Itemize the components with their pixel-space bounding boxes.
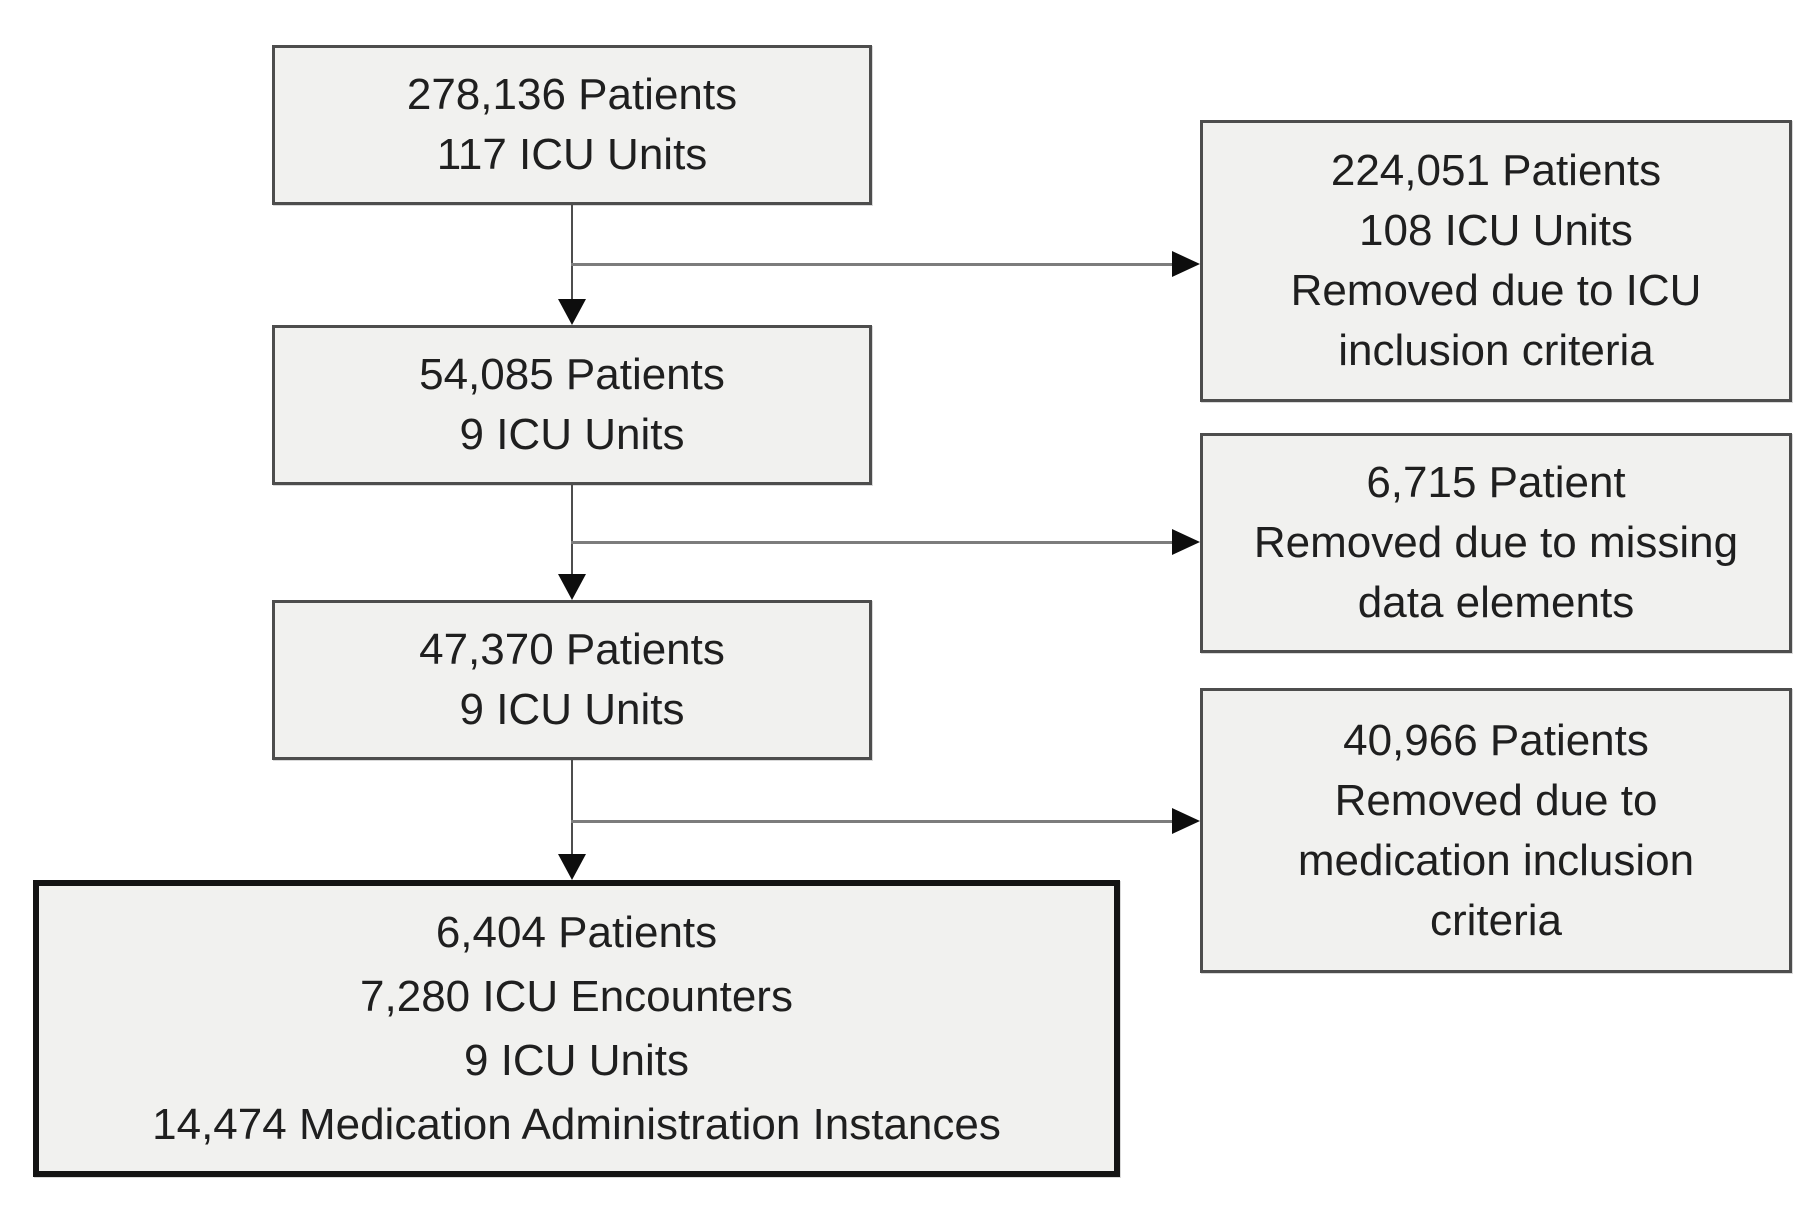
connector-right-3 bbox=[571, 820, 1172, 823]
cohort-box-3: 47,370 Patients 9 ICU Units bbox=[272, 600, 872, 760]
cohort-box-2-line: 54,085 Patients bbox=[419, 350, 725, 399]
cohort-box-3-line: 47,370 Patients bbox=[419, 625, 725, 674]
connector-down-2 bbox=[571, 485, 573, 576]
arrowhead-down-icon bbox=[558, 854, 586, 880]
cohort-box-3-line: 9 ICU Units bbox=[459, 685, 685, 734]
exclusion-box-3-line: medication inclusion bbox=[1297, 835, 1695, 885]
exclusion-box-3: 40,966 Patients Removed due to medicatio… bbox=[1200, 688, 1792, 973]
cohort-box-final-line: 6,404 Patients bbox=[435, 907, 718, 957]
exclusion-box-1-line: Removed due to ICU bbox=[1290, 266, 1702, 315]
exclusion-box-2-line: 6,715 Patient bbox=[1366, 458, 1626, 507]
cohort-box-1-line: 278,136 Patients bbox=[406, 70, 738, 119]
arrowhead-right-icon bbox=[1172, 251, 1200, 277]
cohort-box-2: 54,085 Patients 9 ICU Units bbox=[272, 325, 872, 485]
arrowhead-right-icon bbox=[1172, 529, 1200, 555]
connector-right-1 bbox=[571, 263, 1174, 266]
arrowhead-right-icon bbox=[1172, 808, 1200, 834]
arrowhead-down-icon bbox=[558, 574, 586, 600]
exclusion-box-2-line: data elements bbox=[1357, 578, 1635, 627]
connector-right-2 bbox=[571, 541, 1172, 544]
exclusion-box-3-line: 40,966 Patients bbox=[1343, 715, 1649, 765]
exclusion-box-3-line: Removed due to bbox=[1334, 775, 1658, 825]
cohort-box-final: 6,404 Patients 7,280 ICU Encounters 9 IC… bbox=[33, 880, 1120, 1177]
cohort-box-final-line: 14,474 Medication Administration Instanc… bbox=[152, 1099, 1001, 1149]
exclusion-box-2-line: Removed due to missing bbox=[1253, 518, 1739, 567]
cohort-box-1: 278,136 Patients 117 ICU Units bbox=[272, 45, 872, 205]
exclusion-box-1: 224,051 Patients 108 ICU Units Removed d… bbox=[1200, 120, 1792, 402]
cohort-box-1-line: 117 ICU Units bbox=[436, 130, 708, 179]
cohort-box-final-line: 7,280 ICU Encounters bbox=[360, 971, 793, 1021]
arrowhead-down-icon bbox=[558, 299, 586, 325]
connector-down-3 bbox=[571, 760, 573, 856]
cohort-box-final-line: 9 ICU Units bbox=[464, 1035, 689, 1085]
connector-down-1 bbox=[571, 205, 573, 301]
exclusion-box-1-line: 108 ICU Units bbox=[1359, 206, 1633, 255]
exclusion-box-3-line: criteria bbox=[1429, 895, 1563, 945]
exclusion-box-2: 6,715 Patient Removed due to missing dat… bbox=[1200, 433, 1792, 653]
exclusion-box-1-line: inclusion criteria bbox=[1338, 326, 1654, 375]
cohort-box-2-line: 9 ICU Units bbox=[459, 410, 685, 459]
exclusion-box-1-line: 224,051 Patients bbox=[1330, 146, 1662, 195]
